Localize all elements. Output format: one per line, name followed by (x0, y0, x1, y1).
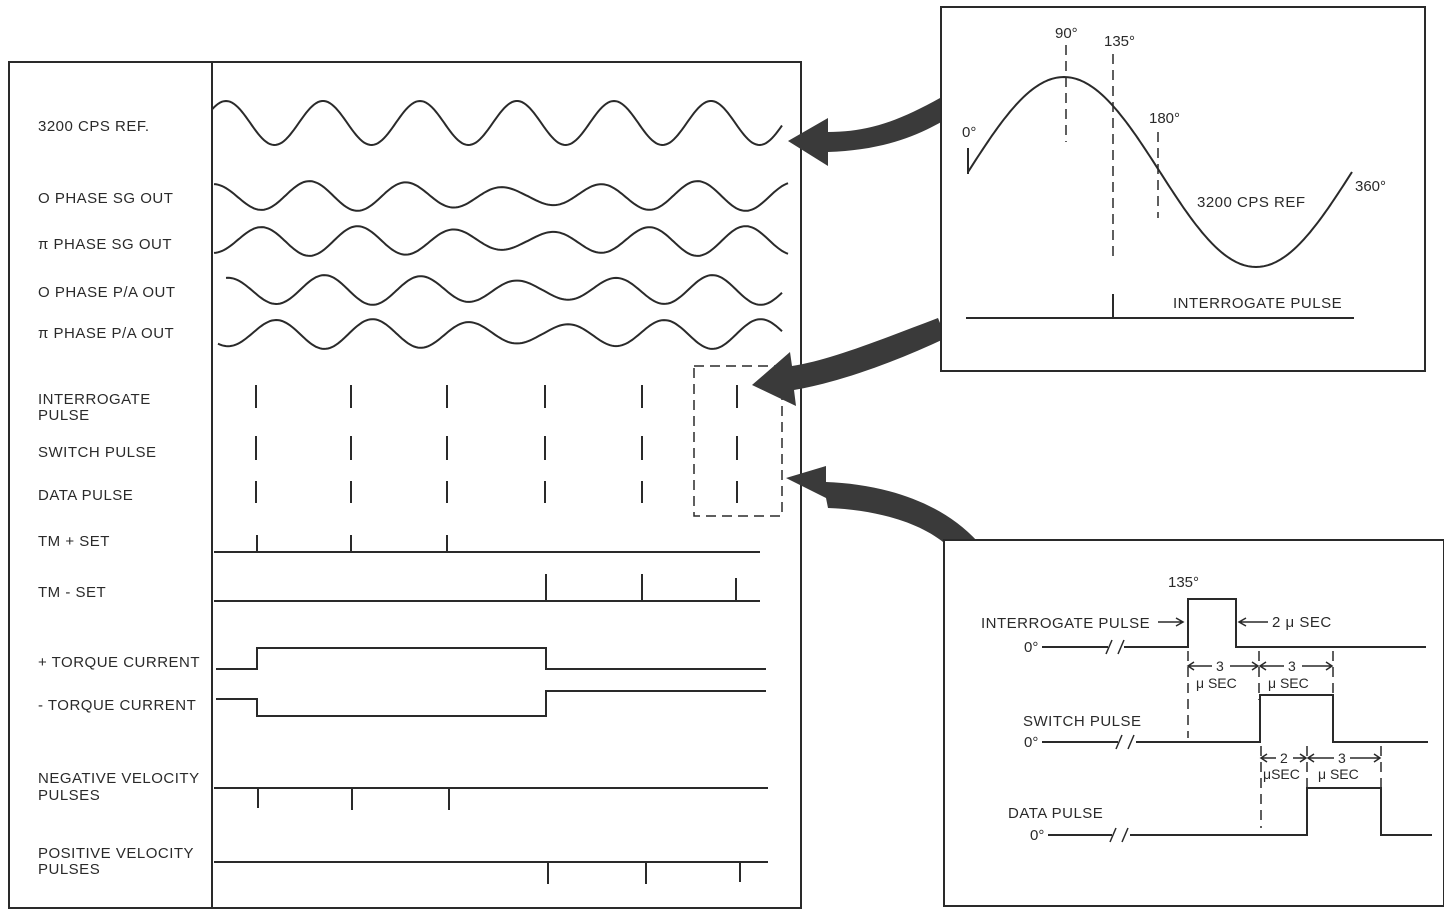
deg-label-135: 135° (1104, 33, 1135, 50)
label-minus-torque-current: - TORQUE CURRENT (38, 697, 196, 714)
label-tm-plus-set: TM + SET (38, 533, 110, 550)
label-negative-velocity-line1: NEGATIVE VELOCITY (38, 770, 200, 787)
gap4-unit: μ SEC (1318, 766, 1359, 782)
gap2-arrows (1258, 661, 1334, 671)
gap4-value: 3 (1338, 750, 1346, 766)
label-3200-cps-ref: 3200 CPS REF. (38, 118, 150, 135)
pulse-tick-marks (255, 385, 738, 503)
gap3-value: 2 (1280, 750, 1288, 766)
label-pi-phase-pa-out: π PHASE P/A OUT (38, 325, 174, 342)
label-0-phase-pa-out: O PHASE P/A OUT (38, 284, 176, 301)
deg-label-0: 0° (962, 124, 976, 141)
gap4-arrows (1306, 753, 1382, 763)
label-interrogate-pulse-line2: PULSE (38, 407, 90, 424)
label-tm-minus-set: TM - SET (38, 584, 106, 601)
interrogate-width-arrows (1158, 617, 1268, 627)
label-data-pulse: DATA PULSE (38, 487, 133, 504)
trace-plus-torque-current (216, 647, 766, 670)
arrow-to-data-box (786, 466, 978, 548)
trace-tm-minus-set (214, 574, 760, 602)
label-negative-velocity-line2: PULSES (38, 787, 100, 804)
gap3-arrows (1259, 753, 1308, 763)
pulse-data-label: DATA PULSE (1008, 805, 1103, 822)
gap2-unit: μ SEC (1268, 675, 1309, 691)
arrow-to-interrogate-box (752, 318, 946, 406)
pulse-interrogate-width: 2 μ SEC (1272, 614, 1332, 631)
label-positive-velocity-line2: PULSES (38, 861, 100, 878)
label-positive-velocity-line1: POSITIVE VELOCITY (38, 845, 194, 862)
deg-label-360: 360° (1355, 178, 1386, 195)
pulse-panel-frame (943, 539, 1444, 907)
trace-tm-plus-set (214, 535, 760, 553)
trace-minus-torque-current (216, 690, 766, 717)
trace-positive-velocity-pulses (214, 861, 768, 884)
pulse-zero-switch: 0° (1024, 734, 1038, 751)
waveform-3200-cps-ref (211, 99, 783, 147)
phase-ref-label: 3200 CPS REF (1197, 194, 1306, 211)
label-pi-phase-sg-out: π PHASE SG OUT (38, 236, 172, 253)
trace-interrogate-detail (1042, 598, 1426, 648)
waveform-0-phase-sg-out (213, 180, 789, 212)
phase-detail-panel: 0° 90° 135° 180° 360° 3200 CPS REF INTER… (940, 6, 1426, 372)
gap3-unit: μSEC (1263, 766, 1300, 782)
label-switch-pulse: SWITCH PULSE (38, 444, 157, 461)
waveform-pi-phase-pa-out (217, 318, 783, 350)
label-plus-torque-current: + TORQUE CURRENT (38, 654, 200, 671)
trace-switch-detail (1042, 694, 1428, 743)
break-mark-data (1109, 827, 1129, 843)
highlight-dashed-box (693, 365, 783, 517)
label-0-phase-sg-out: O PHASE SG OUT (38, 190, 173, 207)
main-panel-frame (8, 61, 802, 909)
deg-label-90: 90° (1055, 25, 1078, 42)
deg-label-180: 180° (1149, 110, 1180, 127)
trace-data-detail (1048, 787, 1432, 836)
pulse-interrogate-label: INTERROGATE PULSE (981, 615, 1150, 632)
label-interrogate-pulse-line1: INTERROGATE (38, 391, 151, 408)
phase-sine-wave (967, 75, 1353, 269)
waveform-0-phase-pa-out (225, 274, 783, 306)
gap2-value: 3 (1288, 658, 1296, 674)
arrow-to-ref-waveform (788, 98, 948, 166)
pulse-deg-135: 135° (1168, 574, 1199, 591)
trace-negative-velocity-pulses (214, 787, 768, 810)
pulse-zero-data: 0° (1030, 827, 1044, 844)
pulse-switch-label: SWITCH PULSE (1023, 713, 1142, 730)
pulse-zero-interrogate: 0° (1024, 639, 1038, 656)
gap1-unit: μ SEC (1196, 675, 1237, 691)
phase-interrogate-pulse-trace (966, 294, 1354, 319)
gap1-arrows (1186, 661, 1260, 671)
phase-panel-frame (940, 6, 1426, 372)
waveform-pi-phase-sg-out (213, 225, 789, 257)
pulse-detail-panel: 135° INTERROGATE PULSE 2 μ SEC 0° 3 μ SE… (943, 539, 1444, 907)
break-mark-interrogate (1105, 639, 1125, 655)
phase-interrogate-label: INTERROGATE PULSE (1173, 295, 1342, 312)
break-mark-switch (1115, 734, 1135, 750)
gap1-value: 3 (1216, 658, 1224, 674)
main-timing-panel: 3200 CPS REF. O PHASE SG OUT π PHASE SG … (8, 61, 802, 909)
